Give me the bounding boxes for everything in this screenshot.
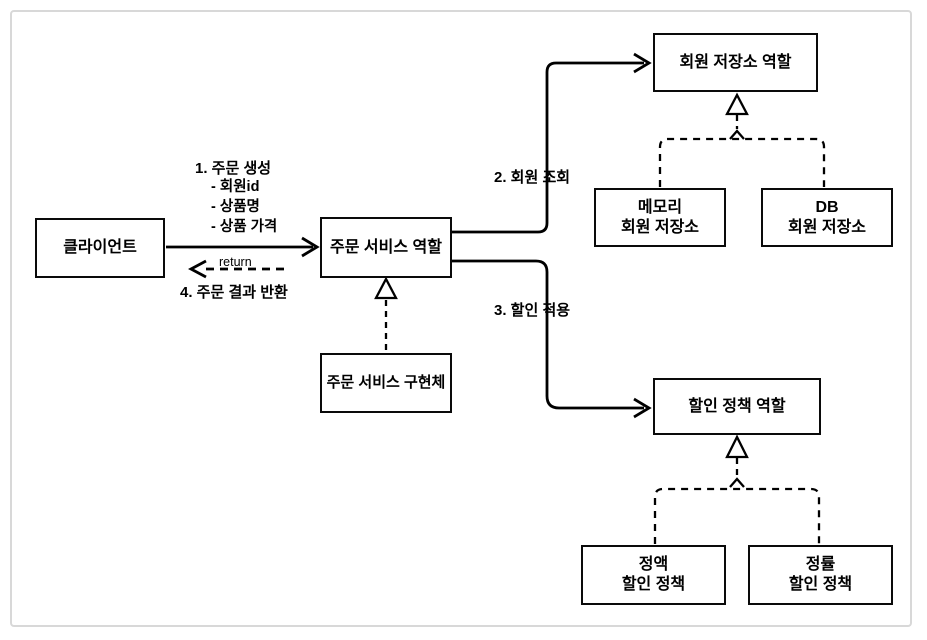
node-member-repo-role-label: 회원 저장소 역할 [679,53,792,71]
node-memory-member-repo: 메모리 회원 저장소 [594,188,726,247]
node-fixed-discount-policy-line1: 정액 [638,556,669,574]
caret-arrowhead-icon [729,129,745,140]
realization-discount-policies [653,434,821,544]
node-db-member-repo-line2: 회원 저장소 [787,218,867,236]
edge-label-order-param-product-price: - 상품 가격 [211,219,278,235]
node-order-service-impl-label: 주문 서비스 구현체 [326,373,446,391]
node-order-service-role-label: 주문 서비스 역할 [330,238,442,256]
node-memory-member-repo-line2: 회원 저장소 [620,218,700,236]
edge-order-create-arrow [166,236,320,258]
diagram-frame [10,10,912,627]
node-db-member-repo-line1: DB [815,198,839,216]
realization-order-service-impl [374,276,398,352]
node-client: 클라이언트 [35,218,165,278]
edge-member-lookup-arrow [452,52,652,234]
edge-label-discount-apply: 3. 할인 적용 [494,302,571,319]
node-rate-discount-policy-line2: 할인 정책 [788,576,853,593]
node-memory-member-repo-line1: 메모리 [637,198,683,216]
edge-label-order-params: - 회원id - 상품명 - 상품 가격 [211,177,277,237]
realization-member-repos [658,92,826,187]
edge-label-return-note: return [219,255,252,269]
realization-branch [653,487,821,544]
edge-label-order-create: 1. 주문 생성 [195,160,272,177]
edge-label-member-lookup: 2. 회원 조회 [494,169,571,186]
node-member-repo-role: 회원 저장소 역할 [653,33,818,92]
edge-label-order-return: 4. 주문 결과 반환 [180,284,288,301]
node-rate-discount-policy: 정률 할인 정책 [748,545,893,605]
triangle-icon [725,434,749,459]
node-db-member-repo: DB 회원 저장소 [761,188,893,247]
node-order-service-role: 주문 서비스 역할 [320,217,452,278]
node-discount-policy-role-label: 할인 정책 역할 [688,397,786,415]
edge-order-return-arrow [188,259,284,279]
triangle-icon [374,276,398,300]
edge-label-order-param-member-id: - 회원id [211,179,260,195]
realization-branch [658,137,826,187]
node-client-label: 클라이언트 [63,239,137,257]
node-fixed-discount-policy-line2: 할인 정책 [621,576,686,593]
edge-discount-apply-arrow [452,259,652,419]
triangle-icon [725,92,749,116]
edge-label-order-param-product-name: - 상품명 [211,199,260,215]
node-discount-policy-role: 할인 정책 역할 [653,378,821,435]
node-order-service-impl: 주문 서비스 구현체 [320,353,452,413]
node-fixed-discount-policy: 정액 할인 정책 [581,545,726,605]
node-rate-discount-policy-line1: 정률 [805,556,836,574]
caret-arrowhead-icon [729,477,745,488]
